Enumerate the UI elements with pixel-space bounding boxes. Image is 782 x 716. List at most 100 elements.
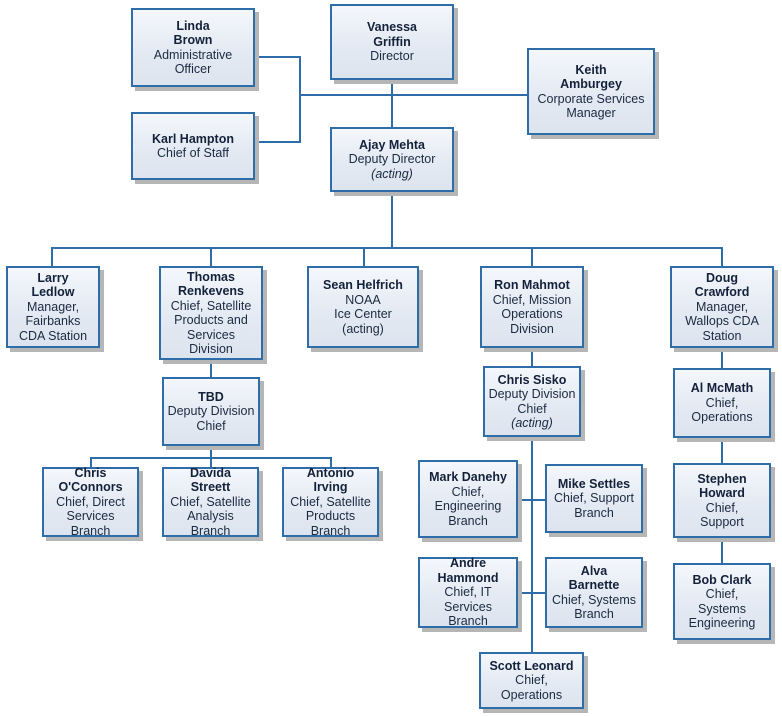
node-title-line: Manager, bbox=[26, 299, 80, 314]
node-title-line: Deputy Division bbox=[167, 404, 255, 419]
node-mike-settles[interactable]: Mike Settles Chief, Support Branch bbox=[545, 464, 643, 533]
node-chris-sisko[interactable]: Chris Sisko Deputy Division Chief (actin… bbox=[483, 366, 581, 437]
connector-barnette-stub bbox=[531, 592, 546, 594]
node-ron-mahmot[interactable]: Ron Mahmot Chief, Mission Operations Div… bbox=[480, 266, 584, 348]
node-title-line: Manager, bbox=[695, 299, 749, 314]
connector-karl-hampton-stub bbox=[255, 141, 301, 143]
node-doug-crawford[interactable]: Doug Crawford Manager, Wallops CDA Stati… bbox=[670, 266, 774, 348]
node-sean-helfrich[interactable]: Sean Helfrich NOAA Ice Center (acting) bbox=[307, 266, 419, 348]
node-title-line: Operations bbox=[500, 687, 563, 702]
node-title-line: Manager bbox=[566, 106, 616, 120]
node-karl-hampton[interactable]: Karl Hampton Chief of Staff bbox=[131, 112, 255, 180]
node-name-line: Chris Sisko bbox=[497, 372, 567, 387]
node-davida-streett[interactable]: Davida Streett Chief, Satellite Analysis… bbox=[162, 465, 259, 538]
node-name-line: O'Connors bbox=[58, 480, 123, 495]
connector-sisko-spine bbox=[531, 437, 533, 657]
connector-hammond-stub bbox=[517, 592, 532, 594]
connector-drop-streett bbox=[210, 457, 212, 467]
connector-drop-irving bbox=[330, 457, 332, 467]
connector-tbd-down bbox=[210, 446, 212, 458]
node-andre-hammond[interactable]: Andre Hammond Chief, IT Services Branch bbox=[418, 556, 518, 629]
node-title-line: Services bbox=[187, 327, 235, 342]
node-name-line: Brown bbox=[173, 33, 213, 47]
node-title-line: Fairbanks bbox=[25, 314, 81, 329]
node-vanessa-griffin[interactable]: Vanessa Griffin Director bbox=[330, 4, 454, 80]
node-name-line: Andre bbox=[449, 556, 487, 571]
node-title-line: Chief, Support bbox=[554, 491, 634, 506]
connector-howard-clark bbox=[721, 538, 723, 563]
node-title-line: Chief, bbox=[705, 500, 739, 515]
node-thomas-renkevens[interactable]: Thomas Renkevens Chief, Satellite Produc… bbox=[159, 266, 263, 360]
node-title-line: Chief, bbox=[705, 587, 739, 601]
node-title-line: Chief bbox=[517, 401, 547, 416]
connector-renkevens-tbd bbox=[210, 359, 212, 377]
node-title-line: Chief, bbox=[451, 484, 485, 499]
node-title-line: Analysis Branch bbox=[187, 509, 234, 538]
node-title-line: Chief, Mission bbox=[492, 292, 572, 307]
node-name-line: Karl Hampton bbox=[152, 131, 234, 146]
node-bob-clark[interactable]: Bob Clark Chief, Systems Engineering bbox=[673, 563, 771, 640]
node-name-line: Bob Clark bbox=[692, 572, 752, 587]
connector-staff-horizontal bbox=[300, 94, 528, 96]
node-mark-danehy[interactable]: Mark Danehy Chief, Engineering Branch bbox=[418, 460, 518, 538]
node-alva-barnette[interactable]: Alva Barnette Chief, Systems Branch bbox=[545, 557, 643, 628]
node-title-line: Services Branch bbox=[66, 509, 115, 538]
node-title-line: Engineering bbox=[688, 616, 756, 630]
node-title-line: Branch bbox=[574, 607, 614, 621]
node-title-line: Branch bbox=[448, 513, 488, 528]
node-title-line: Ice Center bbox=[334, 307, 392, 321]
connector-linda-brown-stub bbox=[255, 56, 301, 58]
node-title-line: Chief, IT bbox=[444, 585, 492, 600]
node-name-line: Irving bbox=[313, 480, 348, 495]
node-title-line: Support bbox=[700, 515, 744, 529]
node-name-line: Griffin bbox=[373, 34, 411, 49]
node-name-line: Keith bbox=[575, 62, 607, 77]
node-title-line: Chief bbox=[196, 418, 226, 433]
connector-settles-stub bbox=[531, 499, 546, 501]
node-name-line: Renkevens bbox=[177, 284, 244, 298]
connector-staff-spine bbox=[299, 56, 301, 143]
node-larry-ledlow[interactable]: Larry Ledlow Manager, Fairbanks CDA Stat… bbox=[6, 266, 100, 348]
connector-drop-renkevens bbox=[210, 247, 212, 266]
node-title-line-italic: (acting) bbox=[511, 416, 553, 430]
node-name-line: Mark Danehy bbox=[429, 470, 507, 484]
node-keith-amburgey[interactable]: Keith Amburgey Corporate Services Manage… bbox=[527, 48, 655, 135]
node-name-line: Al McMath bbox=[690, 381, 754, 396]
node-title-line: Chief, Direct bbox=[56, 494, 125, 509]
node-title-line: Chief, Satellite bbox=[290, 494, 371, 509]
node-title-line: Wallops CDA bbox=[685, 314, 759, 329]
node-title-line: Services Branch bbox=[444, 599, 492, 629]
connector-drop-mahmot bbox=[531, 247, 533, 266]
connector-mehta-down bbox=[391, 192, 393, 249]
node-title-line: Operations bbox=[691, 410, 753, 425]
node-name-line: Ron Mahmot bbox=[494, 278, 570, 292]
node-tbd[interactable]: TBD Deputy Division Chief bbox=[162, 377, 260, 446]
node-title-line: CDA Station bbox=[18, 328, 88, 343]
node-name-line: Hammond bbox=[437, 570, 499, 585]
node-name-line: Davida bbox=[190, 465, 231, 480]
node-title-line: (acting) bbox=[342, 321, 384, 336]
node-name-line: TBD bbox=[198, 389, 224, 404]
node-title-line: Branch bbox=[574, 505, 614, 520]
connector-drop-helfrich bbox=[363, 247, 365, 266]
connector-division-bar bbox=[52, 247, 722, 249]
node-stephen-howard[interactable]: Stephen Howard Chief, Support bbox=[673, 463, 771, 538]
node-name-line: Alva bbox=[580, 563, 608, 578]
node-title-line: Director bbox=[370, 49, 414, 64]
node-name-line: Ledlow bbox=[31, 285, 75, 300]
node-title-line: Deputy Director bbox=[348, 152, 436, 167]
node-linda-brown[interactable]: Linda Brown Administrative Officer bbox=[131, 8, 255, 87]
node-ajay-mehta[interactable]: Ajay Mehta Deputy Director (acting) bbox=[330, 127, 454, 192]
node-title-line: NOAA bbox=[345, 292, 381, 307]
connector-drop-oconnors bbox=[90, 457, 92, 467]
node-title-line: Chief, bbox=[515, 673, 548, 688]
node-name-line: Antonio bbox=[306, 465, 355, 480]
node-name-line: Vanessa bbox=[366, 20, 418, 35]
node-name-line: Amburgey bbox=[560, 77, 622, 91]
node-title-line: Systems bbox=[698, 601, 746, 616]
node-name-line: Sean Helfrich bbox=[323, 278, 403, 292]
node-chris-oconnors[interactable]: Chris O'Connors Chief, Direct Services B… bbox=[42, 466, 139, 538]
node-al-mcmath[interactable]: Al McMath Chief, Operations bbox=[673, 368, 771, 438]
node-scott-leonard[interactable]: Scott Leonard Chief, Operations bbox=[479, 652, 584, 709]
node-antonio-irving[interactable]: Antonio Irving Chief, Satellite Products… bbox=[282, 465, 379, 538]
